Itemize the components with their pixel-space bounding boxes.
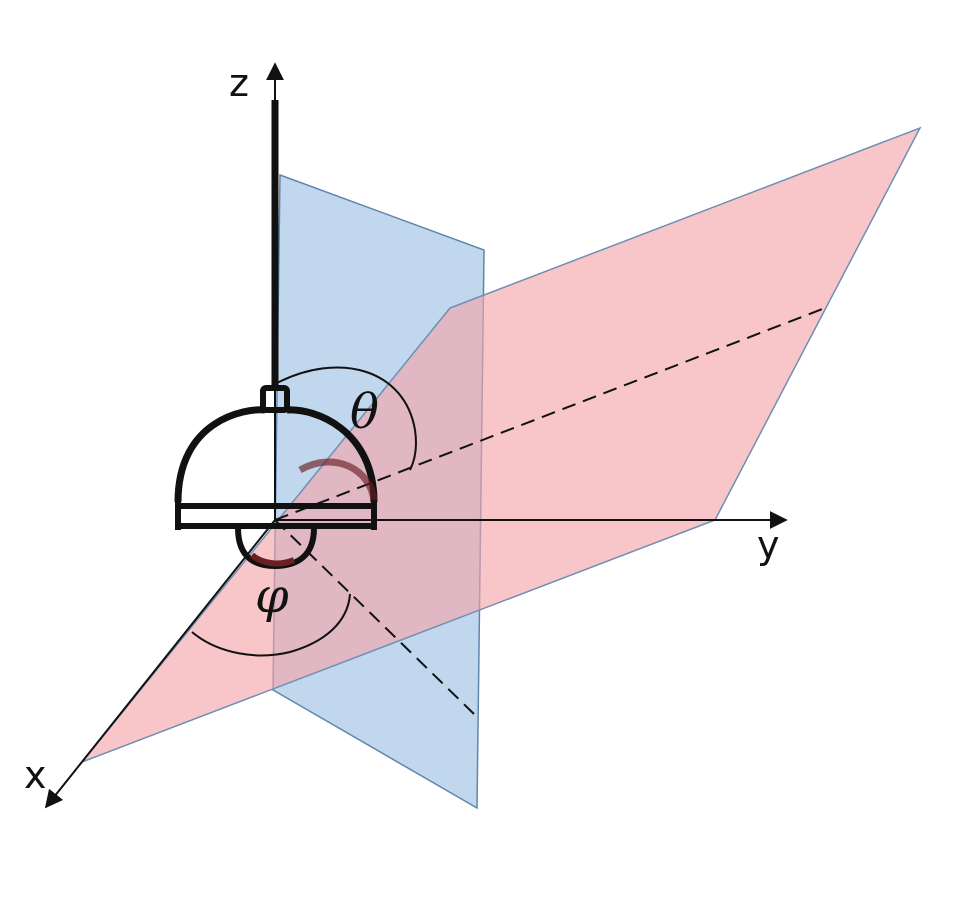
x-axis-label: x [24,753,47,797]
theta-arc [274,366,418,471]
phi-arc [191,593,351,657]
tilted-plane [79,126,922,764]
x-axis [44,519,276,809]
theta-label: θ [350,384,379,440]
z-axis-label: z [229,61,249,105]
antenna-connector [260,385,290,413]
phi-label: φ [255,568,289,624]
device-bulb-highlight [249,552,296,567]
device-dome-highlight [298,458,378,503]
y-axis-label: y [757,523,780,567]
device-dome-icon [174,406,378,503]
